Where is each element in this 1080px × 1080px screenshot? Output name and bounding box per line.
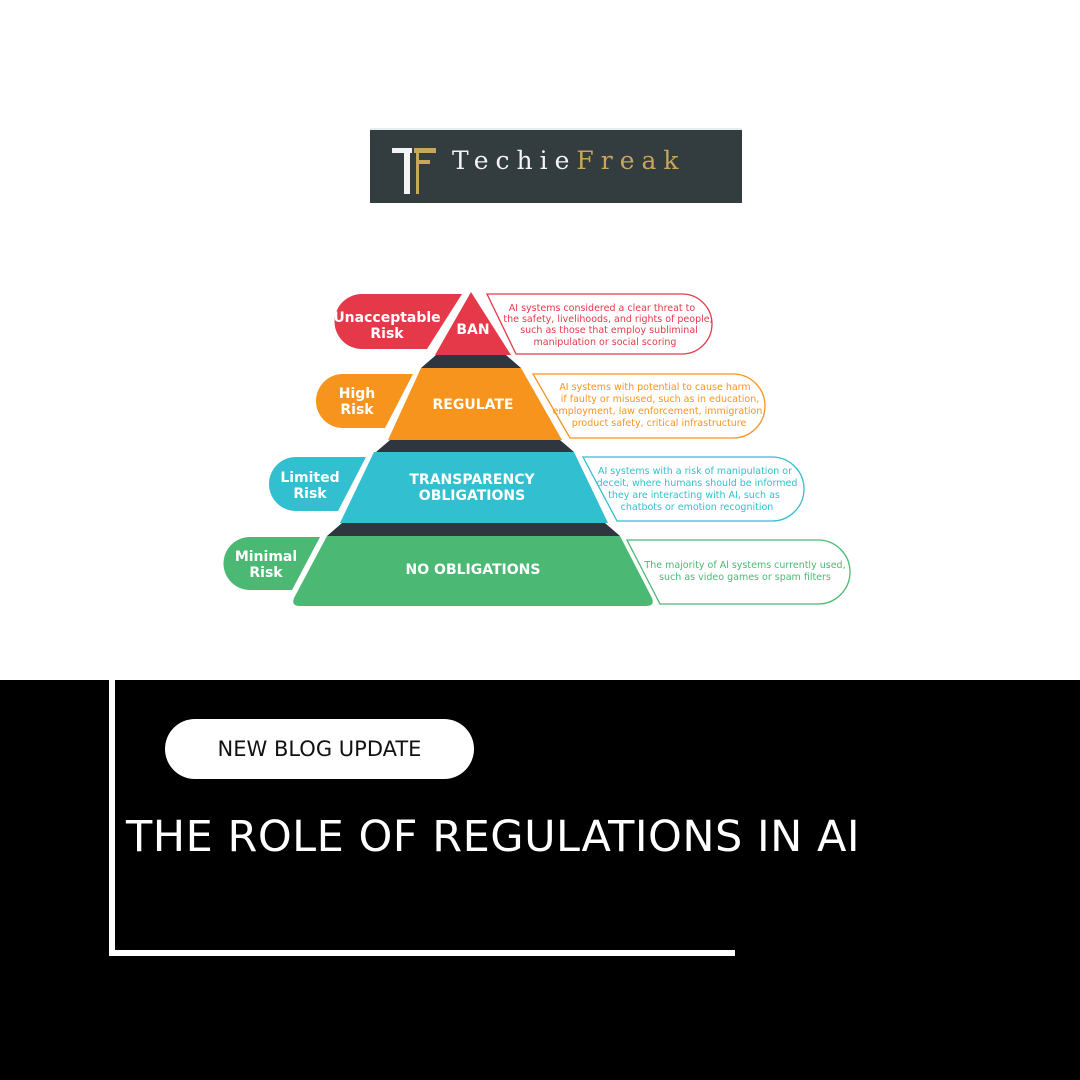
pyramid-tier-shape (388, 368, 562, 440)
description-line: employment, law enforcement, immigration… (553, 406, 766, 417)
description-line: deceit, where humans should be informed (597, 478, 798, 489)
action-label-line: NO OBLIGATIONS (406, 562, 541, 578)
action-label-line: OBLIGATIONS (419, 488, 525, 504)
tier-high-risk: High Risk REGULATE AI systems with poten… (316, 368, 766, 440)
description-line: such as those that employ subliminal (520, 325, 698, 336)
pyramid-tier-shape (435, 292, 511, 355)
risk-label-line: Risk (340, 402, 374, 418)
risk-label-shape (223, 537, 320, 590)
tier-unacceptable-risk: Unacceptable Risk BAN AI systems conside… (333, 292, 713, 355)
blog-banner (0, 680, 1080, 1080)
description-line: they are interacting with AI, such as (608, 490, 780, 501)
tier-limited-risk: Limited Risk TRANSPARENCY OBLIGATIONS AI… (269, 452, 805, 523)
frame-line-vertical (109, 680, 115, 956)
description-line: product safety, critical infrastructure (572, 418, 747, 429)
connector-band-1 (421, 355, 521, 368)
blog-title: THE ROLE OF REGULATIONS IN AI (126, 812, 861, 862)
description-outline (485, 293, 713, 355)
description-line: AI systems with a risk of manipulation o… (598, 466, 792, 477)
tier-minimal-risk: Minimal Risk NO OBLIGATIONS The majority… (223, 536, 851, 606)
connector-band-3 (327, 523, 620, 536)
new-blog-update-pill: NEW BLOG UPDATE (165, 719, 474, 779)
action-label-line: TRANSPARENCY (409, 472, 535, 488)
risk-label-shape (269, 457, 366, 511)
description-line: chatbots or emotion recognition (621, 502, 774, 513)
risk-label-line: Limited (280, 470, 339, 486)
risk-label-line: Risk (370, 326, 404, 342)
description-outline (581, 456, 805, 522)
risk-label-line: Unacceptable (333, 310, 440, 326)
description-line: such as video games or spam filters (659, 572, 831, 583)
description-line: The majority of Al systems currently use… (643, 560, 845, 571)
risk-pyramid-diagram: Unacceptable Risk BAN AI systems conside… (223, 292, 851, 606)
pyramid-tier-shape (293, 536, 653, 606)
risk-label-shape (316, 374, 413, 428)
logo-wordmark: TechieFreak (452, 146, 686, 175)
action-label-line: REGULATE (433, 397, 514, 413)
action-label-line: BAN (456, 322, 489, 338)
description-line: manipulation or social scoring (534, 337, 677, 348)
pyramid-tier-shape (340, 452, 608, 523)
description-line: if faulty or misused, such as in educati… (561, 394, 760, 405)
risk-label-line: Risk (249, 565, 283, 581)
techiefreak-logo: TechieFreak (370, 128, 742, 203)
description-line: the safety, livelihoods, and rights of p… (503, 314, 712, 325)
logo-word-freak: Freak (576, 146, 686, 175)
risk-label-line: High (339, 386, 376, 402)
connector-band-2 (376, 440, 574, 452)
logo-word-techie: Techie (452, 146, 577, 175)
description-outline (625, 539, 851, 605)
risk-label-line: Minimal (235, 549, 297, 565)
description-line: AI systems considered a clear threat to (509, 303, 696, 314)
tf-logo-mark-icon (392, 148, 436, 194)
risk-label-line: Risk (293, 486, 327, 502)
description-line: AI systems with potential to cause harm (559, 382, 750, 393)
risk-label-shape (334, 294, 462, 349)
frame-line-horizontal (109, 950, 735, 956)
description-outline (531, 373, 766, 439)
